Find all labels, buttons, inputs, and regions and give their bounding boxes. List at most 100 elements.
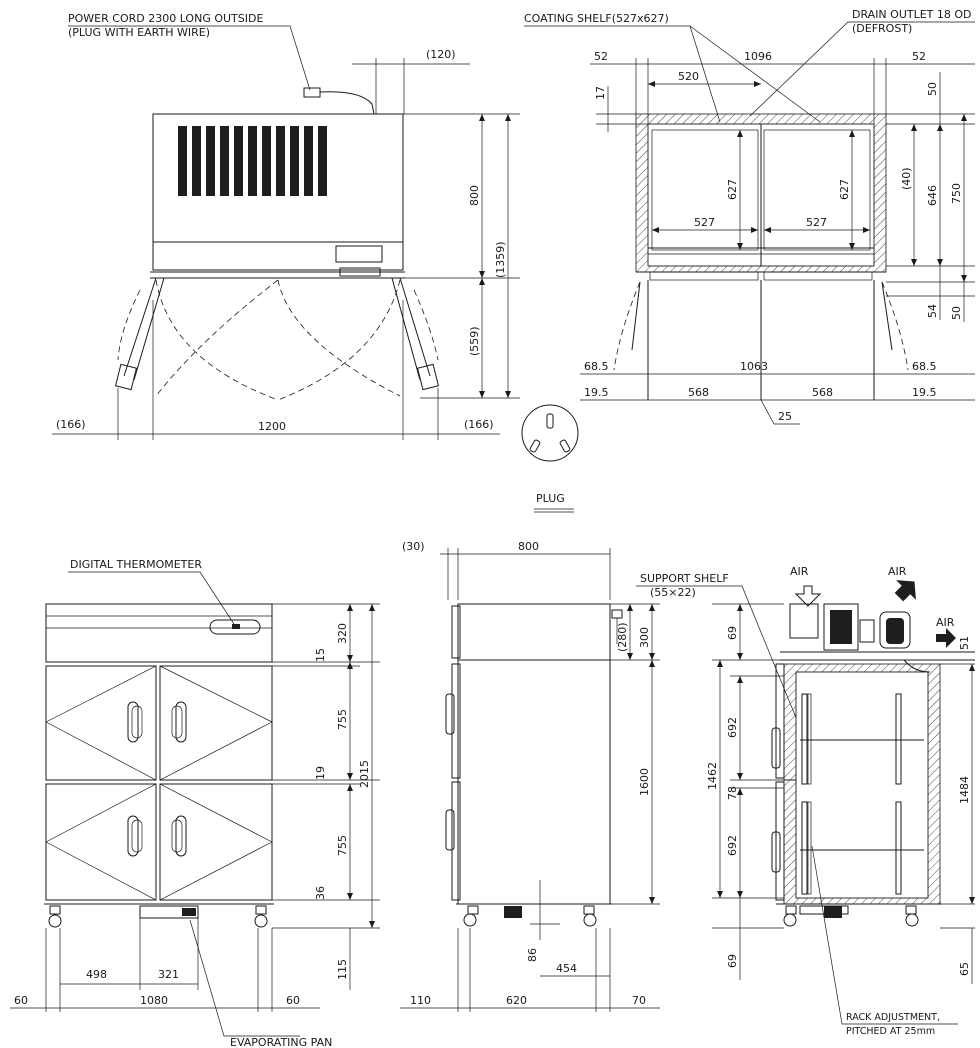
plan-section-view: COATING SHELF(527x627) DRAIN OUTLET 18 O… (524, 8, 975, 425)
condenser-vent-grille (178, 126, 327, 196)
handle-upper-right (175, 701, 187, 743)
dim-30: (30) (402, 540, 425, 553)
dim-19-5-right: 19.5 (912, 386, 937, 399)
section-caster-right (905, 913, 919, 927)
door-upper-right (159, 665, 273, 781)
caster-left (48, 914, 62, 928)
side-view: (30) 800 (280) 300 1600 86 (400, 540, 660, 1012)
evaporating-pan-label: EVAPORATING PAN (230, 1036, 332, 1048)
dim-755-a: 755 (336, 709, 349, 730)
dim-115: 115 (336, 959, 349, 980)
handle-lower-left (127, 815, 139, 857)
side-pan (504, 906, 522, 918)
handle-lower-right (175, 815, 187, 857)
side-caster-left (463, 913, 477, 927)
dim-69-bottom: 69 (726, 954, 739, 968)
dim-17: 17 (594, 86, 607, 100)
door-lower-left (45, 783, 157, 901)
dim-454: 454 (556, 962, 577, 975)
front-view: DIGITAL THERMOMETER (10, 558, 380, 1048)
dim-800: 800 (518, 540, 539, 553)
dim-52-right: 52 (912, 50, 926, 63)
side-caster-right (583, 913, 597, 927)
evaporating-pan (139, 905, 199, 919)
dim-166-right: (166) (464, 418, 494, 431)
dim-520: 520 (678, 70, 699, 83)
control-box (335, 245, 383, 263)
compressor-unit (823, 603, 859, 651)
power-cord-label: POWER CORD 2300 LONG OUTSIDE (68, 12, 263, 25)
dim-1096: 1096 (744, 50, 772, 63)
dim-68-5-left: 68.5 (584, 360, 609, 373)
coating-shelf-label: COATING SHELF(527x627) (524, 12, 669, 25)
top-view: POWER CORD 2300 LONG OUTSIDE (PLUG WITH … (52, 12, 520, 440)
pitched-label: PITCHED AT 25mm (846, 1026, 935, 1037)
dim-25: 25 (778, 410, 792, 423)
front-top-panel (45, 603, 273, 663)
dim-19-5-left: 19.5 (584, 386, 609, 399)
side-cabinet (457, 603, 611, 905)
dim-498: 498 (86, 968, 107, 981)
dim-568-b: 568 (812, 386, 833, 399)
dim-692-a: 692 (726, 717, 739, 738)
rack-adjustment-label: RACK ADJUSTMENT, (846, 1012, 940, 1023)
dim-1484: 1484 (958, 776, 971, 804)
air-label-2: AIR (888, 565, 907, 578)
dim-60-left: 60 (14, 994, 28, 1007)
dim-321: 321 (158, 968, 179, 981)
dim-1063: 1063 (740, 360, 768, 373)
dim-755-b: 755 (336, 835, 349, 856)
dim-78: 78 (726, 786, 739, 800)
support-shelf-size: (55×22) (650, 586, 696, 599)
dim-800: 800 (468, 185, 481, 206)
dim-110: 110 (410, 994, 431, 1007)
dim-527-a: 527 (694, 216, 715, 229)
dim-50-top: 50 (926, 82, 939, 96)
door-lower-right (159, 783, 273, 901)
dim-1080: 1080 (140, 994, 168, 1007)
plug-body (303, 87, 321, 98)
dim-750: 750 (950, 183, 963, 204)
dim-627-a: 627 (726, 179, 739, 200)
dim-69-top: 69 (726, 626, 739, 640)
defrost-label: (DEFROST) (852, 22, 912, 35)
dim-1600: 1600 (638, 768, 651, 796)
plug-label: PLUG (536, 492, 565, 505)
air-label-3: AIR (936, 616, 955, 629)
dim-51: 51 (958, 636, 971, 650)
dim-300: 300 (638, 627, 651, 648)
door-upper-left (45, 665, 157, 781)
dim-40: (40) (900, 167, 913, 190)
dim-120: (120) (426, 48, 456, 61)
handle-upper-left (127, 701, 139, 743)
dim-646: 646 (926, 185, 939, 206)
plug-earth-label: (PLUG WITH EARTH WIRE) (68, 26, 210, 39)
section-view: SUPPORT SHELF (55×22) AIR AIR AIR (636, 565, 975, 1037)
digital-thermometer (209, 619, 261, 635)
dim-320: 320 (336, 623, 349, 644)
dim-15: 15 (314, 648, 327, 662)
dim-36: 36 (314, 886, 327, 900)
dim-60-right: 60 (286, 994, 300, 1007)
section-pan (824, 906, 842, 918)
dim-166-left: (166) (56, 418, 86, 431)
plug-face (521, 404, 579, 462)
dim-620: 620 (506, 994, 527, 1007)
plug-diagram: PLUG (521, 404, 579, 513)
dim-54: 54 (926, 304, 939, 318)
support-shelf-label: SUPPORT SHELF (640, 572, 729, 585)
drain-outlet-label: DRAIN OUTLET 18 OD (852, 8, 972, 21)
dim-50-bottom: 50 (950, 306, 963, 320)
caster-right (254, 914, 268, 928)
section-caster-left (783, 913, 797, 927)
dim-559: (559) (468, 326, 481, 356)
dim-527-b: 527 (806, 216, 827, 229)
dim-70: 70 (632, 994, 646, 1007)
dim-1359: (1359) (494, 241, 507, 278)
dim-19: 19 (314, 766, 327, 780)
digital-thermometer-label: DIGITAL THERMOMETER (70, 558, 202, 571)
dim-627-b: 627 (838, 179, 851, 200)
dim-568-a: 568 (688, 386, 709, 399)
dim-692-b: 692 (726, 835, 739, 856)
